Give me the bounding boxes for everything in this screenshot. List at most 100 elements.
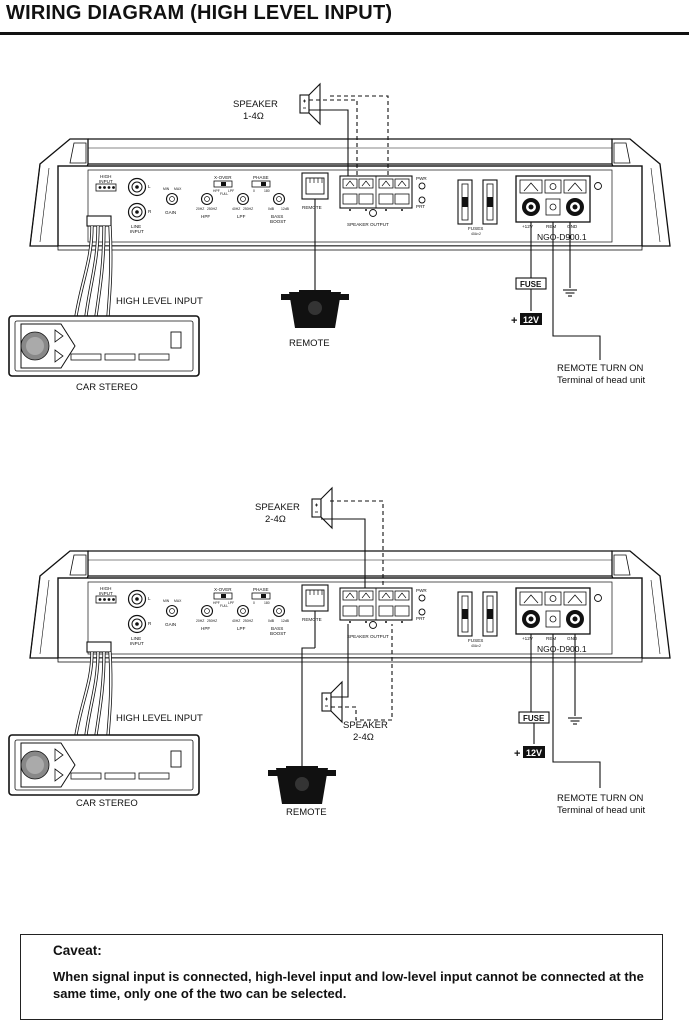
bass-min-1: 0dB xyxy=(268,207,275,211)
line-input-label-2a: LINE xyxy=(131,636,141,641)
line-input-label-1a: LINE xyxy=(131,224,141,229)
gain-max-1: MAX xyxy=(174,187,182,191)
battery-plus-2: + xyxy=(514,748,520,760)
in-r-label-2: R xyxy=(148,621,152,626)
gain-label-2: GAIN xyxy=(165,622,176,627)
speaker-2a xyxy=(311,487,333,529)
line-input-label-2b: INPUT xyxy=(130,641,144,646)
harness-plug-1 xyxy=(86,215,112,227)
remote-port-label-1: REMOTE xyxy=(302,205,322,210)
remote-turn-on-label-2b: Terminal of head unit xyxy=(557,805,646,816)
lpf-min-2: 40HZ xyxy=(232,619,240,623)
bass-boost-label-1b: BOOST xyxy=(270,219,286,224)
speaker-label-1b: 1-4Ω xyxy=(243,111,264,122)
second-speaker-label-2a: SPEAKER xyxy=(343,720,388,731)
remote-turn-on-label-1b: Terminal of head unit xyxy=(557,375,646,386)
phase-0-1: 0 xyxy=(253,189,255,193)
bass-boost-label-2a: BASS xyxy=(271,626,283,631)
car-stereo-label-2: CAR STEREO xyxy=(76,798,138,809)
high-input-label-1b: INPUT xyxy=(99,179,113,184)
speaker-wire-solid-1 xyxy=(309,109,349,176)
speaker-label-1a: SPEAKER xyxy=(233,99,278,110)
lpf-label-1: LPF xyxy=(237,214,246,219)
speaker-wire-solid-2 xyxy=(321,518,366,588)
fuse-label-2: FUSE xyxy=(523,714,545,723)
prt-label-2: PRT xyxy=(416,616,425,621)
prt-label-1: PRT xyxy=(416,204,425,209)
model-label-1: NGO-D900.1 xyxy=(537,232,587,242)
terminal-rem-label-1: REM xyxy=(546,224,556,229)
high-input-label-1a: HIGH xyxy=(100,174,111,179)
bass-max-2: 12dB xyxy=(281,619,290,623)
high-input-label-2b: INPUT xyxy=(99,591,113,596)
fuse-rating-2: 40A×2 xyxy=(471,644,481,648)
model-label-2: NGO-D900.1 xyxy=(537,644,587,654)
phase-180-2: 180 xyxy=(264,601,270,605)
second-speaker-label-2b: 2-4Ω xyxy=(353,732,374,743)
high-input-label-2a: HIGH xyxy=(100,586,111,591)
speaker-wire-dashed-1 xyxy=(309,99,358,176)
fuse-label-1: FUSE xyxy=(520,280,542,289)
lpf-label-2: LPF xyxy=(237,626,246,631)
lpf-max-2: 250HZ xyxy=(243,619,253,623)
gain-min-2: MIN xyxy=(163,599,170,603)
xover-label-1: X-OVER xyxy=(214,175,232,180)
fuses-label-1: FUSES xyxy=(468,226,483,231)
caveat-text: When signal input is connected, high-lev… xyxy=(53,969,644,1001)
gain-min-1: MIN xyxy=(163,187,170,191)
page-title: WIRING DIAGRAM (HIGH LEVEL INPUT) xyxy=(6,2,393,24)
battery-plus-1: + xyxy=(511,315,517,327)
car-stereo-1 xyxy=(8,315,200,377)
title-rule xyxy=(0,32,689,35)
high-level-input-label-2: HIGH LEVEL INPUT xyxy=(116,713,203,724)
harness-plug-2 xyxy=(86,641,112,653)
xover-lpf-2: LPF xyxy=(228,601,234,605)
xover-hpf-1: HPF xyxy=(213,189,220,193)
hpf-max-1: 250HZ xyxy=(207,207,217,211)
diagram-2: HIGH INPUT L R LINE INPUT MIN MAX GAIN X… xyxy=(8,487,671,818)
pwr-label-2: PWR xyxy=(416,588,427,593)
pwr-label-1: PWR xyxy=(416,176,427,181)
car-stereo-label-1: CAR STEREO xyxy=(76,382,138,393)
speaker2-wire-solid-2 xyxy=(331,624,349,698)
phase-180-1: 180 xyxy=(264,189,270,193)
gain-label-1: GAIN xyxy=(165,210,176,215)
gain-max-2: MAX xyxy=(174,599,182,603)
battery-label-1: 12V xyxy=(523,315,539,325)
caveat-heading: Caveat: xyxy=(53,943,102,958)
ground-1 xyxy=(562,289,578,297)
fuse-rating-1: 40A×2 xyxy=(471,232,481,236)
bass-boost-label-2b: BOOST xyxy=(270,631,286,636)
remote-label-1: REMOTE xyxy=(289,338,330,349)
fuses-label-2: FUSES xyxy=(468,638,483,643)
car-stereo-2 xyxy=(8,734,200,796)
remote-knob-2 xyxy=(268,766,336,804)
remote-turn-on-label-1a: REMOTE TURN ON xyxy=(557,363,644,374)
speaker-wire-bridge-1 xyxy=(330,95,389,176)
speaker2-wire-dashed-2 xyxy=(331,624,393,721)
remote-cable-2b xyxy=(301,647,315,770)
battery-1 xyxy=(520,313,542,325)
hpf-max-2: 250HZ xyxy=(207,619,217,623)
remote-port-label-2: REMOTE xyxy=(302,617,322,622)
phase-label-2: PHASE xyxy=(253,587,269,592)
xover-label-2: X-OVER xyxy=(214,587,232,592)
high-level-input-label-1: HIGH LEVEL INPUT xyxy=(116,296,203,307)
hpf-min-1: 20HZ xyxy=(196,207,204,211)
remote-turn-on-label-2a: REMOTE TURN ON xyxy=(557,793,644,804)
speaker-label-2b: 2-4Ω xyxy=(265,514,286,525)
bass-min-2: 0dB xyxy=(268,619,275,623)
bass-boost-label-1a: BASS xyxy=(271,214,283,219)
speaker-2b xyxy=(321,681,343,723)
harness-wires-1 xyxy=(75,225,112,317)
in-r-label-1: R xyxy=(148,209,152,214)
ground-2 xyxy=(567,717,583,725)
rem-wire-1 xyxy=(552,222,601,360)
in-l-label-2: L xyxy=(148,596,151,601)
speaker-label-2a: SPEAKER xyxy=(255,502,300,513)
remote-knob-1 xyxy=(281,290,349,328)
in-l-label-1: L xyxy=(148,184,151,189)
hpf-label-1: HPF xyxy=(201,214,210,219)
speaker-wire-dashed-2 xyxy=(330,500,384,588)
hpf-min-2: 20HZ xyxy=(196,619,204,623)
